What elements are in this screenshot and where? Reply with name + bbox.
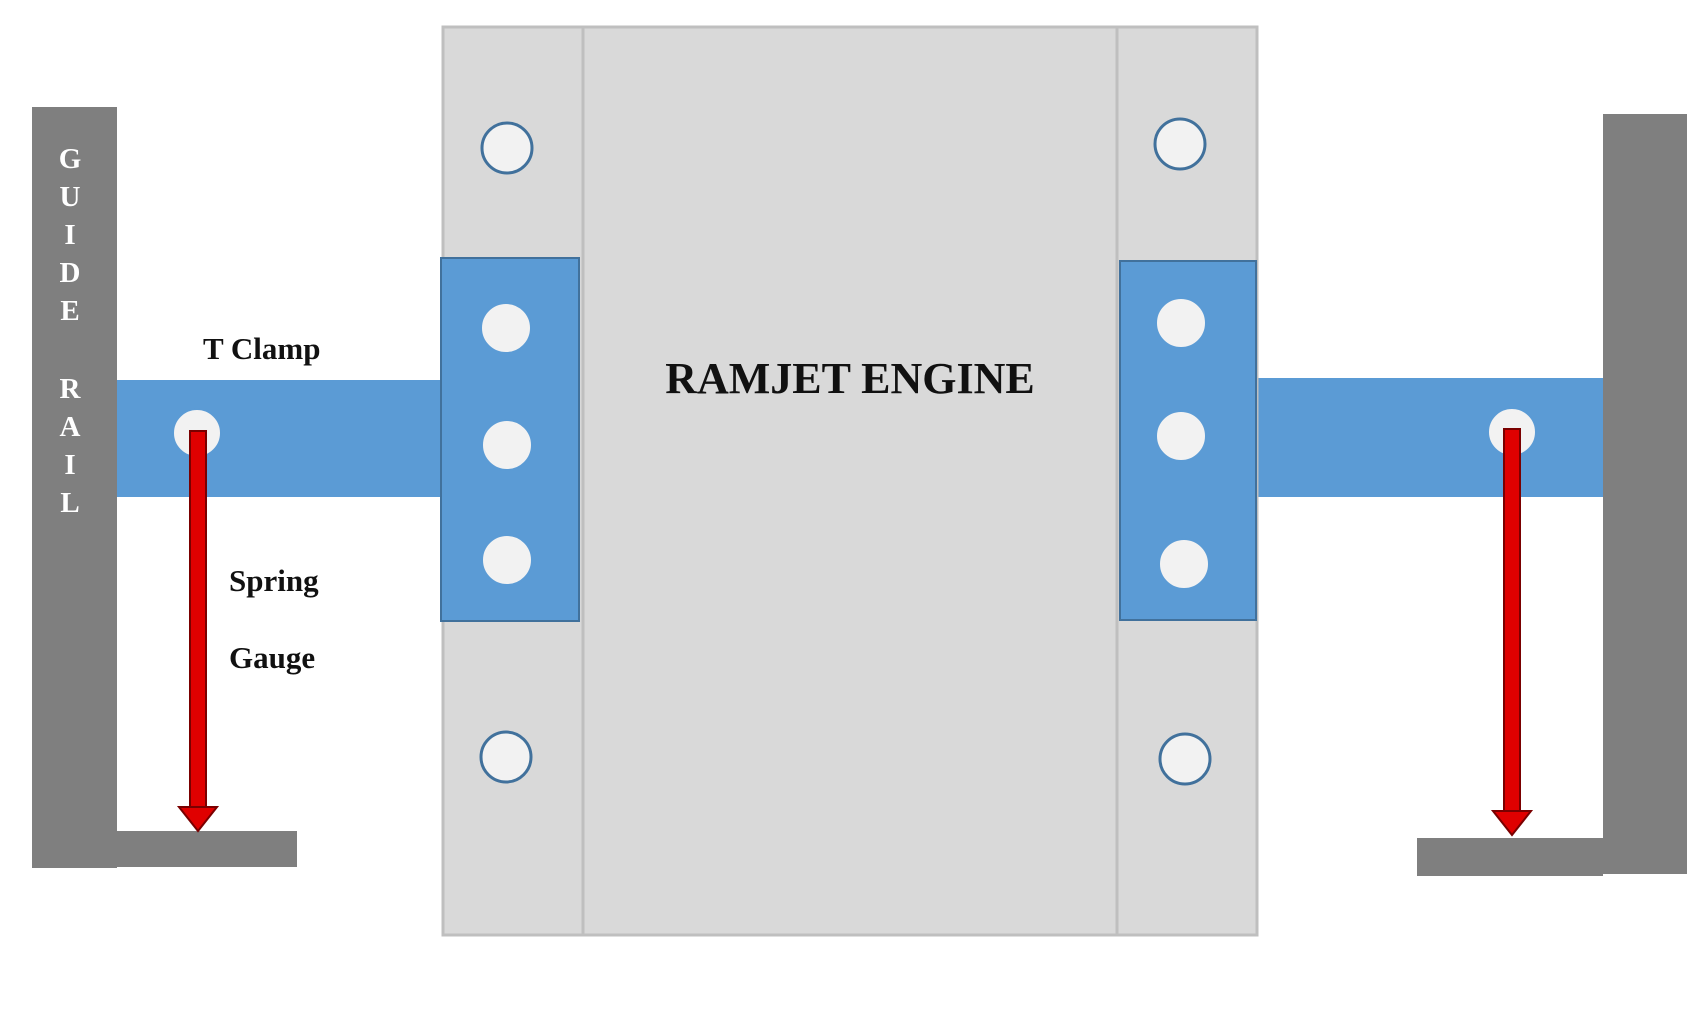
clamp-plate-bolts [480,297,1210,590]
rail-letter-9: L [60,487,79,519]
bolt-hole [1158,732,1212,786]
rail-letter-7: A [60,411,81,443]
right-spring-gauge [1490,428,1534,837]
engine-body [581,25,1119,937]
right-rail-post [1603,114,1687,874]
bolt [481,419,533,471]
bolt-hole [1153,117,1207,171]
rail-letter-1: G [59,143,82,175]
right-rail-foot [1417,838,1603,876]
left-t-clamp-arm [117,380,442,497]
spring-gauge-label-line2: Gauge [229,640,315,675]
bolt [1155,410,1207,462]
rail-letter-8: I [64,449,75,481]
engine-title: RAMJET ENGINE [665,354,1035,403]
left-rail-foot [117,831,297,867]
bolt [481,534,533,586]
left-rail-post [32,107,117,868]
left-guide-rail: G U I D E R A I L [32,107,297,868]
bolt [1158,538,1210,590]
rail-label: G U I D E R A I L [59,143,82,519]
bolt-hole [480,121,534,175]
rail-letter-5: E [60,295,79,327]
flange-bolts [479,117,1212,786]
rail-letter-6: R [60,373,82,405]
rail-letter-2: U [60,181,81,213]
right-guide-rail [1417,114,1687,876]
bolt-hole [479,730,533,784]
right-spring-gauge-shaft [1503,428,1521,814]
bolt [480,302,532,354]
right-t-clamp-arm [1256,378,1603,497]
rail-letter-3: I [64,219,75,251]
rail-letter-4: D [60,257,81,289]
left-spring-gauge-shaft [189,430,207,810]
bolt [1155,297,1207,349]
left-spring-gauge-arrowhead [176,806,220,833]
spring-gauge-label-line1: Spring [229,563,319,598]
right-spring-gauge-arrowhead [1490,810,1534,837]
left-spring-gauge [176,430,220,833]
t-clamp-label: T Clamp [203,331,320,366]
